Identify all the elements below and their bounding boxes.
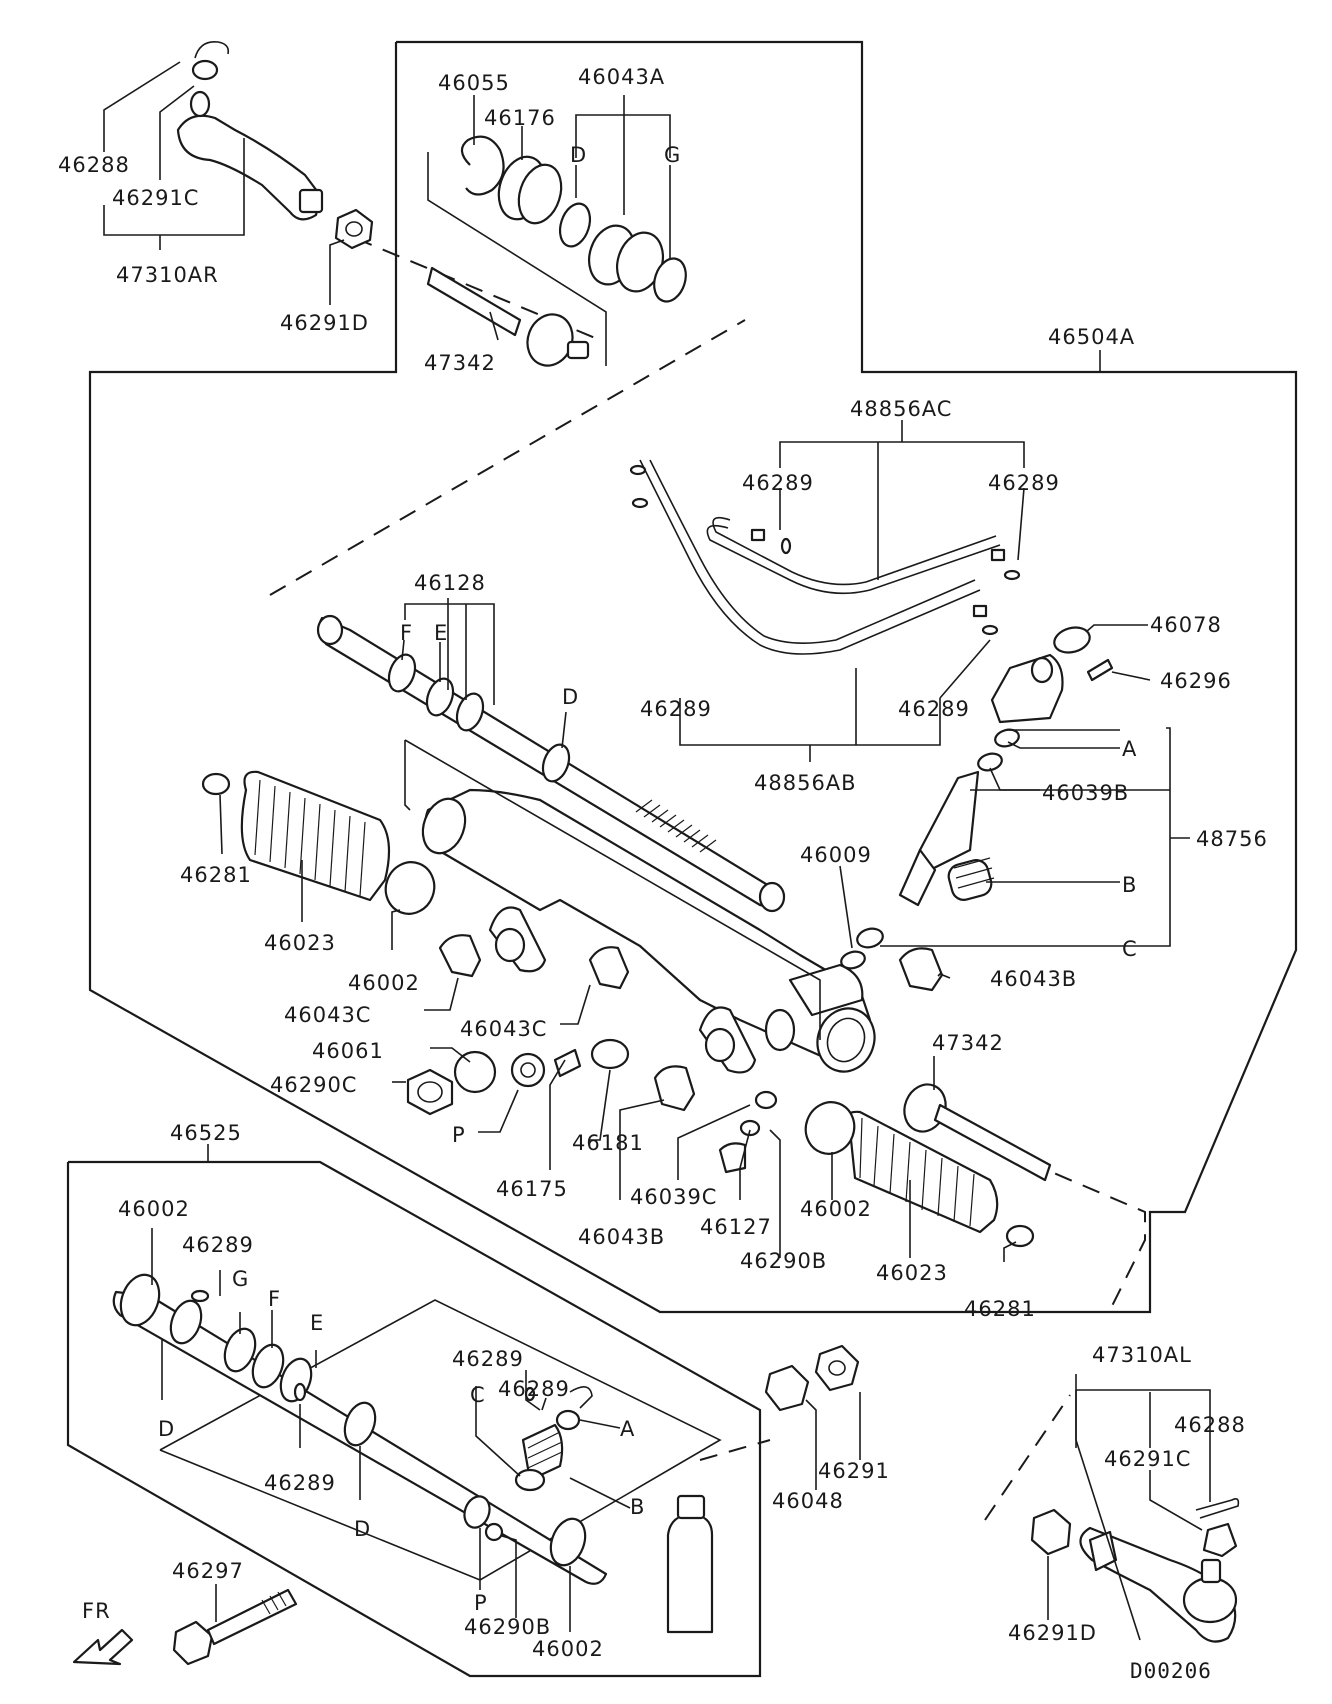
label-46291C-br: 46291C [1104, 1447, 1191, 1471]
label-48856AB: 48856AB [754, 771, 857, 795]
label-46289-kit-c: 46289 [452, 1347, 524, 1371]
rack-and-housing [316, 614, 876, 1074]
label-D-kit-left: D [158, 1417, 175, 1441]
label-46289-b: 46289 [988, 471, 1060, 495]
label-46291D-tl: 46291D [280, 311, 369, 335]
bellows-left-46023 [201, 770, 630, 990]
label-P-kit: P [474, 1591, 488, 1615]
part-labels: 46288 46291C 47310AR 46291D 46055 46043A… [58, 65, 1268, 1683]
label-46291D-br: 46291D [1008, 1621, 1097, 1645]
valve-assembly-48756 [840, 626, 1114, 970]
label-46281-right: 46281 [964, 1297, 1036, 1321]
label-46288-tl: 46288 [58, 153, 130, 177]
label-46043C-a: 46043C [284, 1003, 371, 1027]
label-46289-d: 46289 [898, 697, 970, 721]
label-46504A: 46504A [1048, 325, 1135, 349]
label-46043B-right: 46043B [990, 967, 1077, 991]
top-seals-group [426, 135, 687, 367]
label-46288-br: 46288 [1174, 1413, 1246, 1437]
label-48756: 48756 [1196, 827, 1268, 851]
label-47342-top: 47342 [424, 351, 496, 375]
label-46061: 46061 [312, 1039, 384, 1063]
label-46039B: 46039B [1042, 781, 1129, 805]
label-46002-mid: 46002 [800, 1197, 872, 1221]
label-46078: 46078 [1150, 613, 1222, 637]
label-46290B-kit: 46290B [464, 1615, 551, 1639]
dashed-link-br [984, 1394, 1071, 1521]
label-46128: 46128 [414, 571, 486, 595]
label-46039C: 46039C [630, 1185, 717, 1209]
label-46289-kit-d: 46289 [498, 1377, 570, 1401]
front-direction-arrow [72, 1628, 134, 1666]
label-46290B-mid: 46290B [740, 1249, 827, 1273]
kit-contents [112, 1273, 860, 1666]
dashed-link-kit [699, 1439, 771, 1461]
label-47310AL: 47310AL [1092, 1343, 1192, 1367]
label-46289-kit-a: 46289 [182, 1233, 254, 1257]
label-46181: 46181 [572, 1131, 644, 1155]
label-D-kit-mid: D [354, 1517, 371, 1541]
kit-frame-46525 [66, 1160, 762, 1678]
label-A-right: A [1122, 737, 1137, 761]
label-47310AR: 47310AR [116, 263, 219, 287]
label-D-top: D [570, 143, 587, 167]
label-46009: 46009 [800, 843, 872, 867]
label-46289-a: 46289 [742, 471, 814, 495]
label-P-mid: P [452, 1123, 466, 1147]
label-C-kit: C [470, 1383, 486, 1407]
label-46290C: 46290C [270, 1073, 357, 1097]
label-46002-kit-top: 46002 [118, 1197, 190, 1221]
label-47342-mid: 47342 [932, 1031, 1004, 1055]
dashed-link-right [999, 1149, 1146, 1311]
label-46002-kit-bottom: 46002 [532, 1637, 604, 1661]
dashed-link-top [269, 319, 746, 596]
tie-rod-end-47310AL [1030, 1498, 1240, 1643]
label-46043A: 46043A [578, 65, 665, 89]
label-C-right: C [1122, 937, 1138, 961]
label-46176: 46176 [484, 106, 556, 130]
label-46002-left: 46002 [348, 971, 420, 995]
label-46525: 46525 [170, 1121, 242, 1145]
direction-label: FR [82, 1599, 111, 1623]
label-46175: 46175 [496, 1177, 568, 1201]
label-B-kit: B [630, 1495, 645, 1519]
label-E-kit: E [310, 1311, 324, 1335]
label-46291C-tl: 46291C [112, 186, 199, 210]
bellows-right-46023 [804, 947, 1052, 1248]
label-46281-left: 46281 [180, 863, 252, 887]
label-46297: 46297 [172, 1559, 244, 1583]
label-46055: 46055 [438, 71, 510, 95]
label-46023-right: 46023 [876, 1261, 948, 1285]
frames [66, 40, 1298, 1678]
diagram-code: D00206 [1130, 1659, 1212, 1683]
adjuster-parts [406, 1038, 778, 1174]
label-46296: 46296 [1160, 669, 1232, 693]
label-G-kit: G [232, 1267, 249, 1291]
label-46048: 46048 [772, 1489, 844, 1513]
rack-teeth [635, 799, 717, 853]
label-G-top: G [664, 143, 681, 167]
main-assembly-frame [88, 40, 1298, 1314]
label-F-mid: F [400, 621, 413, 645]
pressure-pipes [629, 459, 1021, 655]
label-B-right: B [1122, 873, 1137, 897]
label-E-mid: E [434, 621, 448, 645]
label-46023-left: 46023 [264, 931, 336, 955]
label-F-kit: F [268, 1287, 281, 1311]
label-46043B-mid: 46043B [578, 1225, 665, 1249]
label-46289-c: 46289 [640, 697, 712, 721]
tie-rod-end-47310AR [176, 41, 374, 250]
label-A-kit: A [620, 1417, 635, 1441]
leader-lines [103, 61, 1211, 1641]
label-46043C-b: 46043C [460, 1017, 547, 1041]
label-46127: 46127 [700, 1215, 772, 1239]
kit-inner-frame [159, 1299, 722, 1581]
label-46289-kit-b: 46289 [264, 1471, 336, 1495]
label-46291-kit: 46291 [818, 1459, 890, 1483]
label-D-mid: D [562, 685, 579, 709]
label-48856AC: 48856AC [850, 397, 952, 421]
